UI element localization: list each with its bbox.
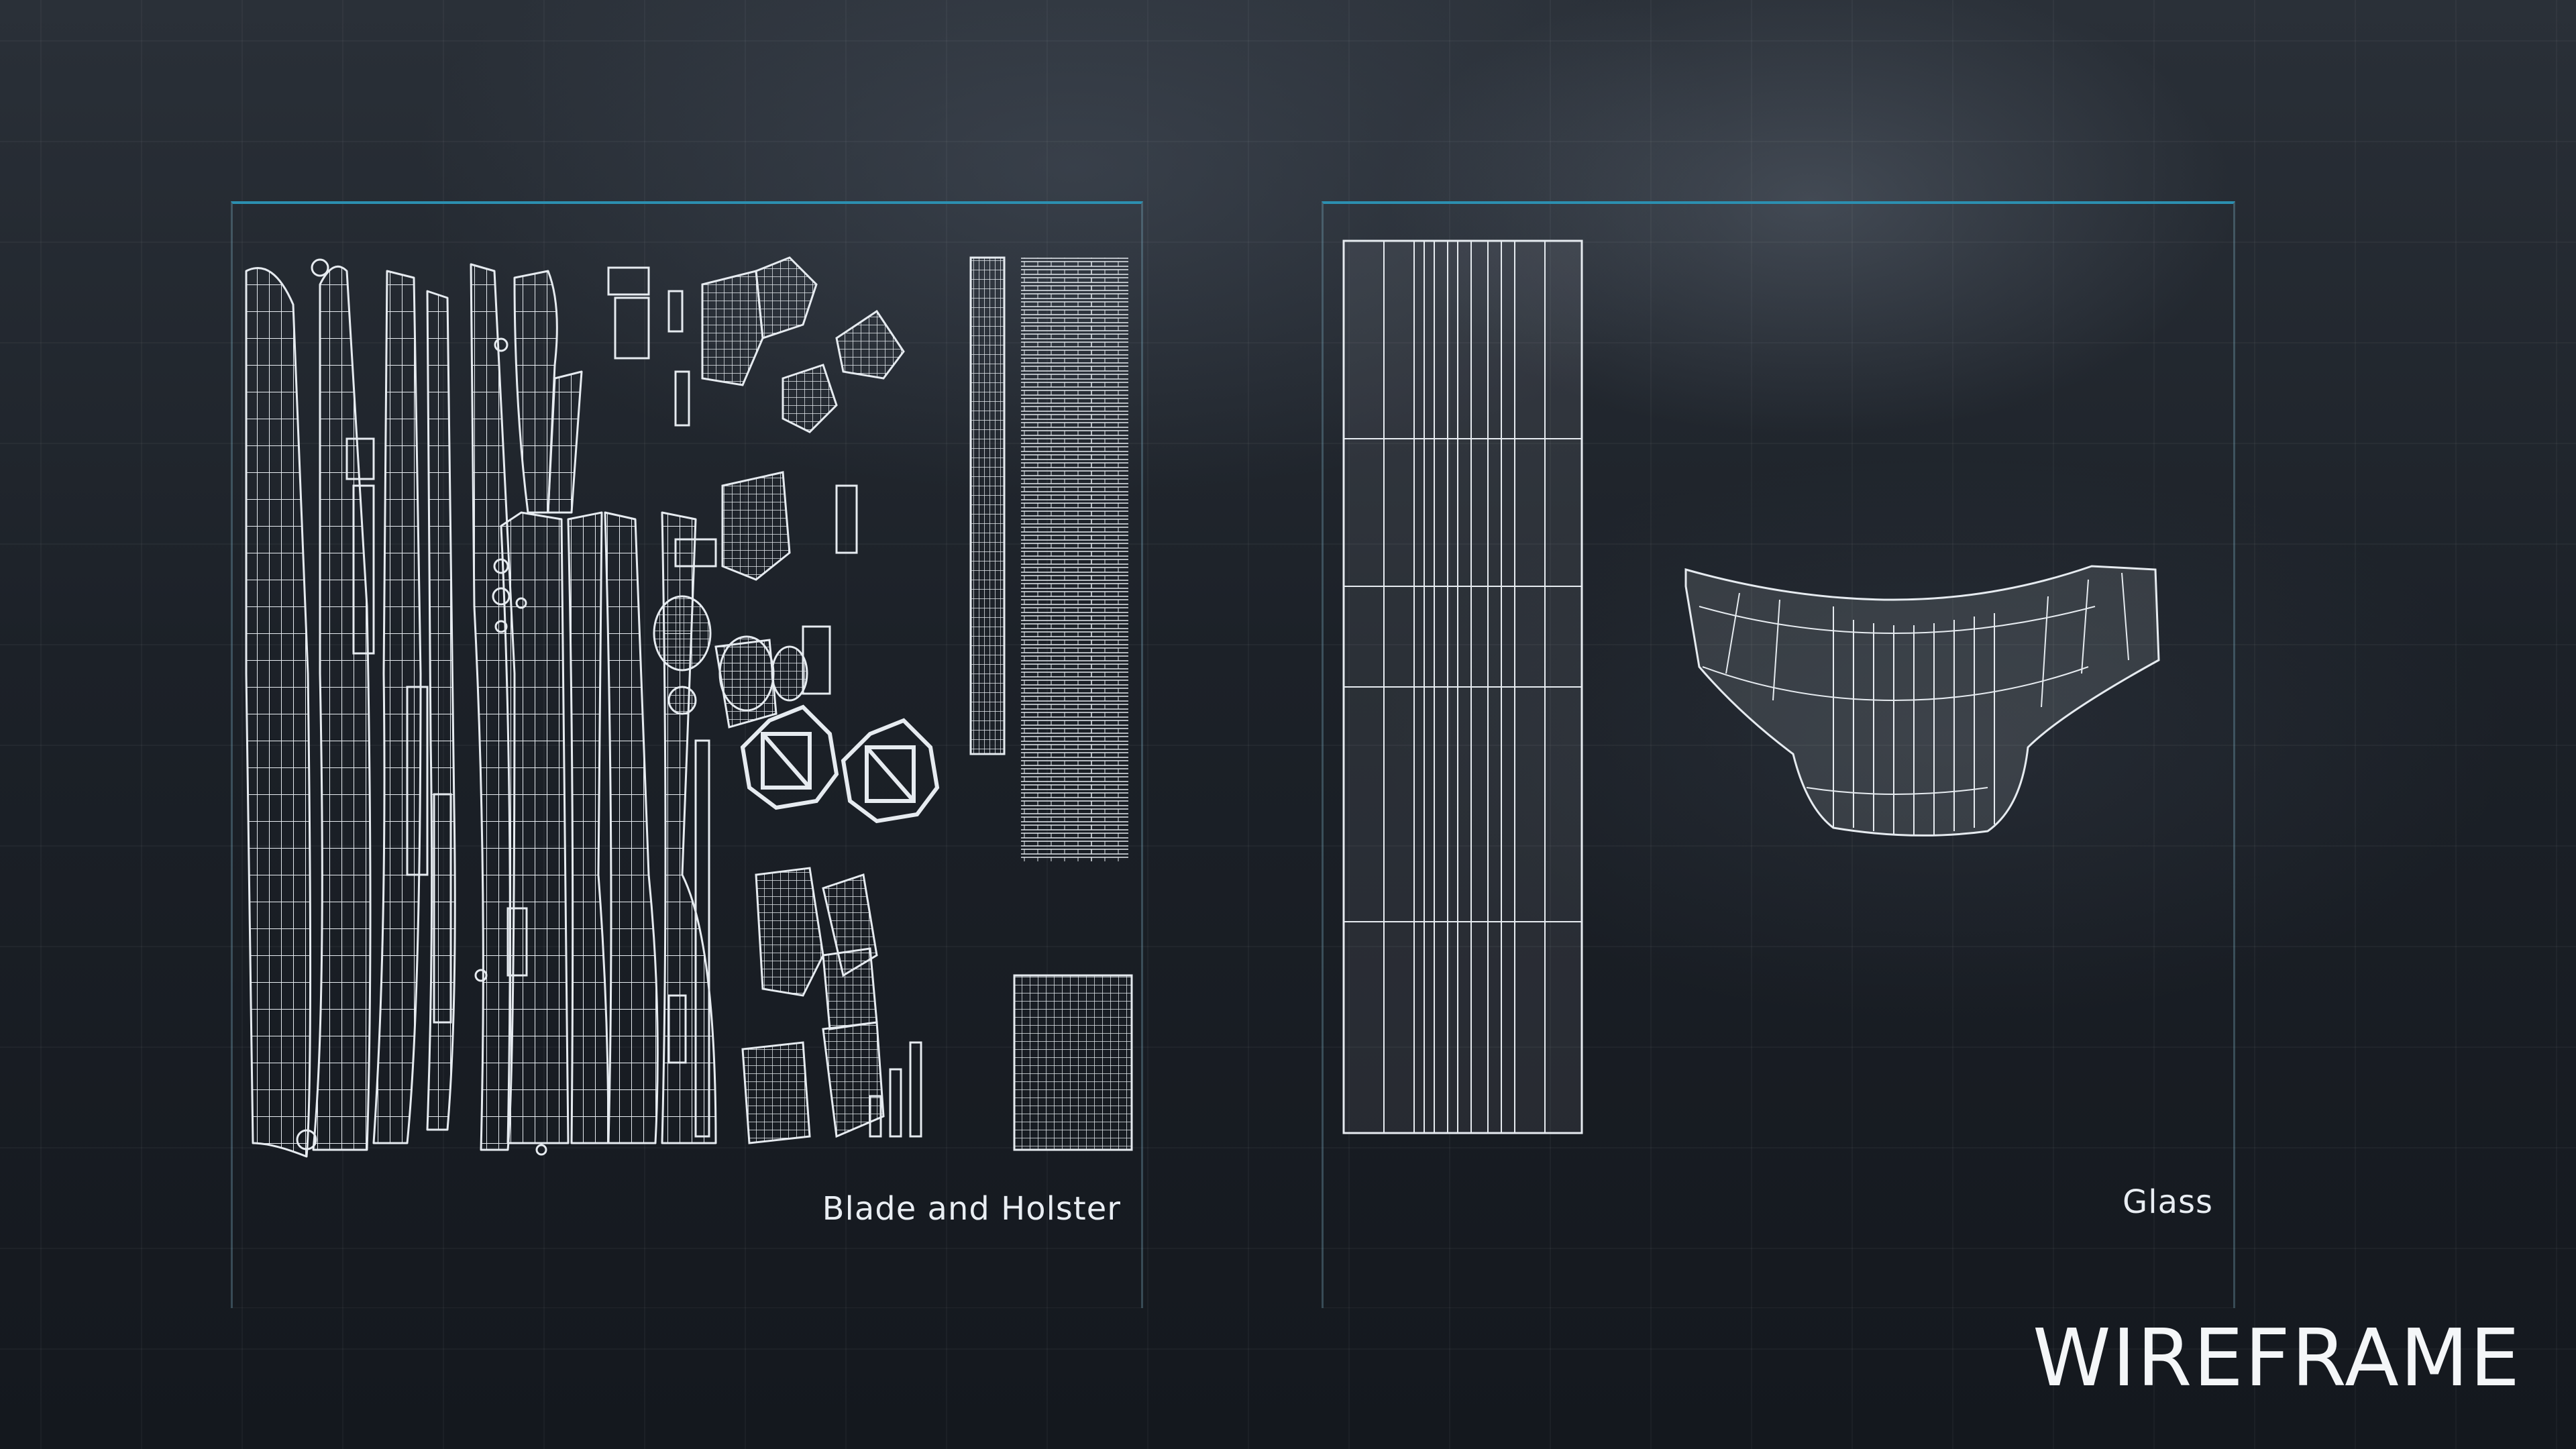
wireframe-logo: WIREFRAME (2033, 1311, 2522, 1404)
panel-caption-blade-holster: Blade and Holster (822, 1190, 1121, 1228)
uv-panel-blade-holster: Blade and Holster (231, 201, 1143, 1308)
panel-bottom-edge (1324, 1307, 2233, 1308)
panel-bottom-edge (233, 1307, 1141, 1308)
uv-wireframe-glass (1342, 239, 2160, 1134)
panel-caption-glass: Glass (2123, 1183, 2213, 1221)
uv-panel-glass: Glass (1322, 201, 2235, 1308)
uv-wireframe-blade-holster (245, 256, 1133, 1158)
